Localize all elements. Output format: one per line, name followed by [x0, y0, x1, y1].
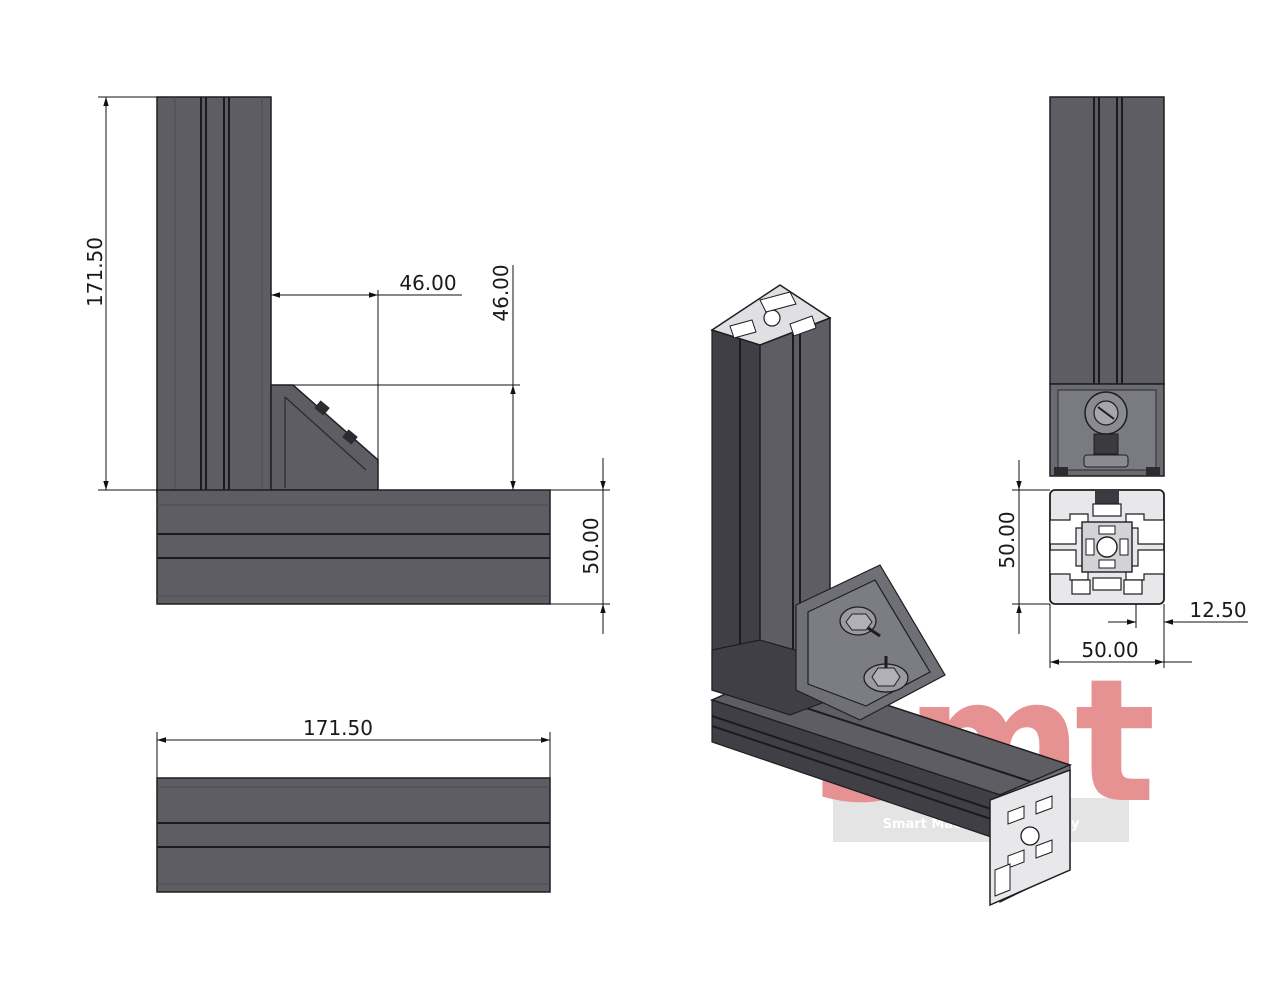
horizontal-profile [156, 489, 551, 605]
bottom-profile [156, 777, 551, 893]
side-view: 50.00 50.00 12.50 [995, 96, 1248, 668]
front-view: 171.50 46.00 46.00 50.00 [83, 96, 610, 634]
dim-bottom-length: 171.50 [303, 716, 373, 740]
dim-profile-height: 50.00 [579, 517, 603, 574]
dim-bracket-width: 46.00 [399, 271, 456, 295]
dim-front-height: 171.50 [83, 237, 107, 307]
dim-side-height: 50.00 [995, 511, 1019, 568]
dim-slot-offset: 12.50 [1189, 598, 1246, 622]
dim-side-width: 50.00 [1081, 638, 1138, 662]
isometric-view [709, 284, 1073, 907]
profile-cross-section [1049, 489, 1165, 605]
corner-bracket [270, 384, 379, 491]
dim-bracket-height: 46.00 [489, 264, 513, 321]
vertical-profile [156, 96, 272, 493]
bottom-view: 171.50 [156, 716, 551, 893]
side-vertical-profile [1049, 96, 1165, 385]
